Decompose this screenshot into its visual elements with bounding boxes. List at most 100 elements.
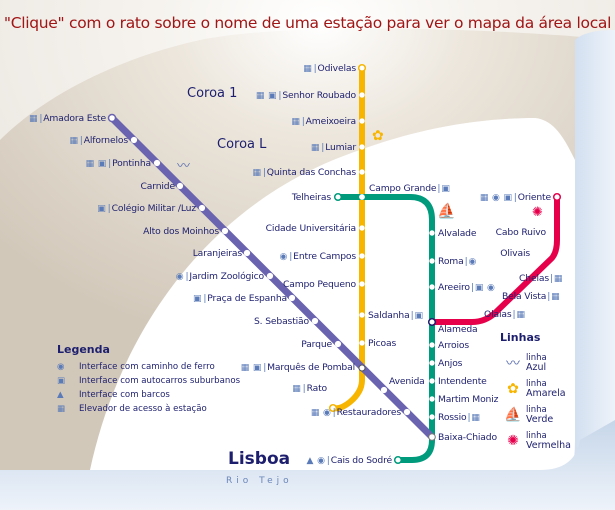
station-picoas[interactable]: Picoas (368, 338, 397, 349)
station-praca-de-espanha[interactable]: ▣|Praça de Espanha (192, 293, 287, 304)
lines-legend-title: Linhas (500, 331, 541, 344)
bus-icon: ▣ (97, 204, 106, 214)
train-icon: ◉ (322, 408, 331, 418)
bus-icon: ▣ (503, 193, 512, 203)
yellow-line (330, 65, 365, 412)
elevator-icon: ▦ (303, 64, 312, 74)
station-areeiro[interactable]: Areeiro|▣ ◉ (438, 282, 495, 293)
station-alvalade[interactable]: Alvalade (438, 228, 477, 239)
river-label: Rio Tejo (226, 476, 293, 486)
train-icon: ◉ (279, 252, 288, 262)
station-amadora-este[interactable]: ▦|Amadora Este (28, 113, 106, 124)
station-parque[interactable]: Parque (301, 339, 332, 350)
elevator-icon: ▦ (553, 274, 563, 284)
zone-coroa-1: Coroa 1 (187, 86, 238, 101)
bus-icon: ▣ (474, 283, 484, 293)
station-chelas[interactable]: Chelas|▦ (519, 273, 563, 284)
compass-rose-icon: ✺ (532, 205, 543, 220)
station-colegio-militar[interactable]: ▣|Colégio Militar /Luz (97, 203, 196, 214)
elevator-icon: ▦ (57, 404, 66, 414)
elevator-icon: ▦ (516, 310, 525, 320)
seagull-icon: 〰 (506, 356, 520, 372)
elevator-icon: ▦ (85, 159, 95, 169)
station-arroios[interactable]: Arroios (438, 340, 470, 351)
sunflower-icon: ✿ (372, 128, 384, 144)
station-odivelas[interactable]: ▦|Odivelas (303, 63, 356, 74)
station-roma[interactable]: Roma|◉ (438, 256, 477, 267)
legend-item-train: ◉Interface com caminho de ferro (57, 362, 215, 372)
station-campo-pequeno[interactable]: Campo Pequeno (282, 279, 356, 290)
bus-icon: ▣ (192, 294, 202, 304)
bus-icon: ▣ (268, 91, 277, 101)
legend-item-boat: ▲Interface com barcos (57, 390, 170, 400)
station-intendente[interactable]: Intendente (438, 376, 487, 387)
elevator-icon: ▦ (240, 363, 250, 373)
legend-item-elevator: ▦Elevador de acesso à estação (57, 404, 207, 414)
train-icon: ◉ (468, 257, 477, 267)
elevator-icon: ▦ (291, 117, 300, 127)
station-lumiar[interactable]: ▦|Lumiar (310, 142, 356, 153)
station-restauradores[interactable]: ▦ ◉|Restauradores (310, 407, 401, 418)
train-icon: ◉ (491, 193, 500, 203)
station-rossio[interactable]: Rossio|▦ (438, 412, 480, 423)
station-campo-grande[interactable]: Campo Grande|▣ (369, 183, 450, 194)
elevator-icon: ▦ (479, 193, 489, 203)
station-oriente[interactable]: ▦ ◉ ▣|Oriente (479, 192, 551, 203)
station-telheiras[interactable]: Telheiras (291, 192, 331, 203)
station-anjos[interactable]: Anjos (438, 358, 463, 369)
right-strip (560, 30, 615, 510)
station-cabo-ruivo[interactable]: Cabo Ruivo (495, 227, 546, 238)
station-senhor-roubado[interactable]: ▦ ▣|Senhor Roubado (255, 90, 356, 101)
station-olivais[interactable]: Olivais (500, 248, 530, 259)
station-cidade-universitaria[interactable]: Cidade Universitária (265, 223, 356, 234)
station-marques-de-pombal[interactable]: ▦ ▣|Marquês de Pombal (240, 362, 355, 373)
elevator-icon: ▦ (28, 114, 38, 124)
red-line (429, 194, 560, 325)
station-laranjeiras[interactable]: Laranjeiras (192, 248, 242, 259)
legend-title: Legenda (57, 343, 110, 356)
station-carnide[interactable]: Carnide (140, 181, 176, 192)
station-bela-vista[interactable]: Bela Vista|▦ (502, 291, 560, 302)
elevator-icon: ▦ (255, 91, 265, 101)
legend-item-bus: ▣Interface com autocarros suburbanos (57, 376, 241, 386)
elevator-icon: ▦ (69, 136, 78, 146)
river-tejo (0, 420, 615, 510)
seagull-icon: 〰 (177, 159, 190, 174)
city-label: Lisboa (228, 449, 291, 469)
compass-rose-icon: ✺ (507, 433, 519, 449)
station-alto-dos-moinhos[interactable]: Alto dos Moinhos (143, 226, 219, 237)
elevator-icon: ▦ (471, 413, 480, 423)
station-rato[interactable]: ▦|Rato (292, 383, 327, 394)
station-pontinha[interactable]: ▦ ▣|Pontinha (85, 158, 151, 169)
zone-coroa-l: Coroa L (217, 137, 267, 152)
station-martim-moniz[interactable]: Martim Moniz (438, 394, 499, 405)
elevator-icon: ▦ (310, 408, 320, 418)
station-alameda[interactable]: Alameda (438, 324, 478, 335)
legend: Legenda ◉Interface com caminho de ferro … (57, 343, 240, 416)
station-jardim-zoologico[interactable]: ◉|Jardim Zoológico (175, 271, 264, 282)
sunflower-icon: ✿ (507, 381, 519, 397)
coroa-l-zone (90, 118, 575, 470)
caravel-icon: ⛵ (504, 407, 522, 423)
station-avenida[interactable]: Avenida (389, 376, 425, 387)
bus-icon: ▣ (414, 311, 424, 321)
station-quinta-das-conchas[interactable]: ▦|Quinta das Conchas (252, 167, 356, 178)
station-s-sebastiao[interactable]: S. Sebastião (253, 316, 309, 327)
station-alfornelos[interactable]: ▦|Alfornelos (69, 135, 128, 146)
station-entre-campos[interactable]: ◉|Entre Campos (279, 251, 357, 262)
station-ameixoeira[interactable]: ▦|Ameixoeira (291, 116, 356, 127)
caravel-icon: ⛵ (437, 202, 456, 220)
elevator-icon: ▦ (310, 143, 320, 153)
station-saldanha[interactable]: Saldanha|▣ (368, 310, 424, 321)
train-icon: ◉ (486, 283, 495, 293)
station-cais-do-sodre[interactable]: ▲ ◉|Cais do Sodré (306, 455, 393, 466)
bus-icon: ▣ (57, 376, 66, 386)
station-olaias[interactable]: Olaias|▦ (484, 309, 525, 320)
station-baixa-chiado[interactable]: Baixa-Chiado (438, 432, 497, 443)
